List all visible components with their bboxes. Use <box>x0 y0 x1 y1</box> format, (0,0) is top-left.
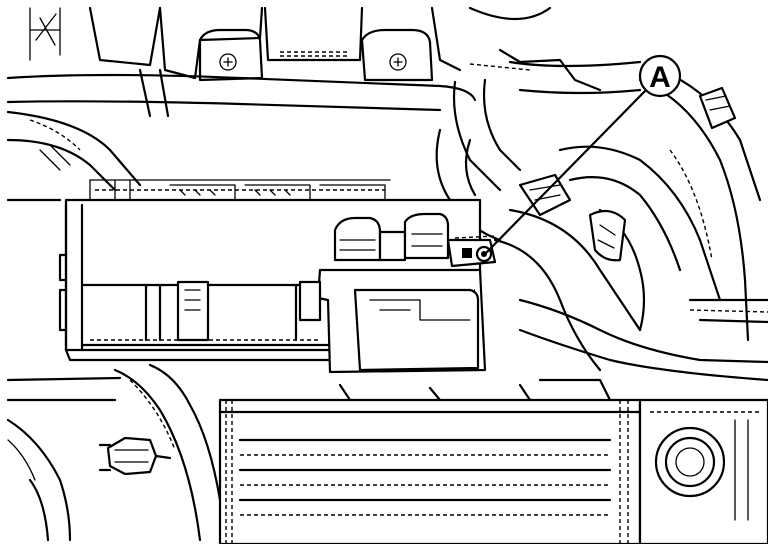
callout-a-label: A <box>649 61 671 94</box>
upper-brackets <box>29 6 602 92</box>
lower-hoses <box>6 363 222 542</box>
left-hoses <box>6 110 142 202</box>
radiator <box>218 378 642 544</box>
callout-a-circle <box>638 54 682 98</box>
lower-left-connector <box>98 436 172 476</box>
pulley <box>638 398 768 544</box>
connector-assembly <box>298 212 497 374</box>
callout-leader <box>485 86 650 254</box>
right-hoses <box>493 68 768 382</box>
callout-a: A <box>638 54 682 98</box>
